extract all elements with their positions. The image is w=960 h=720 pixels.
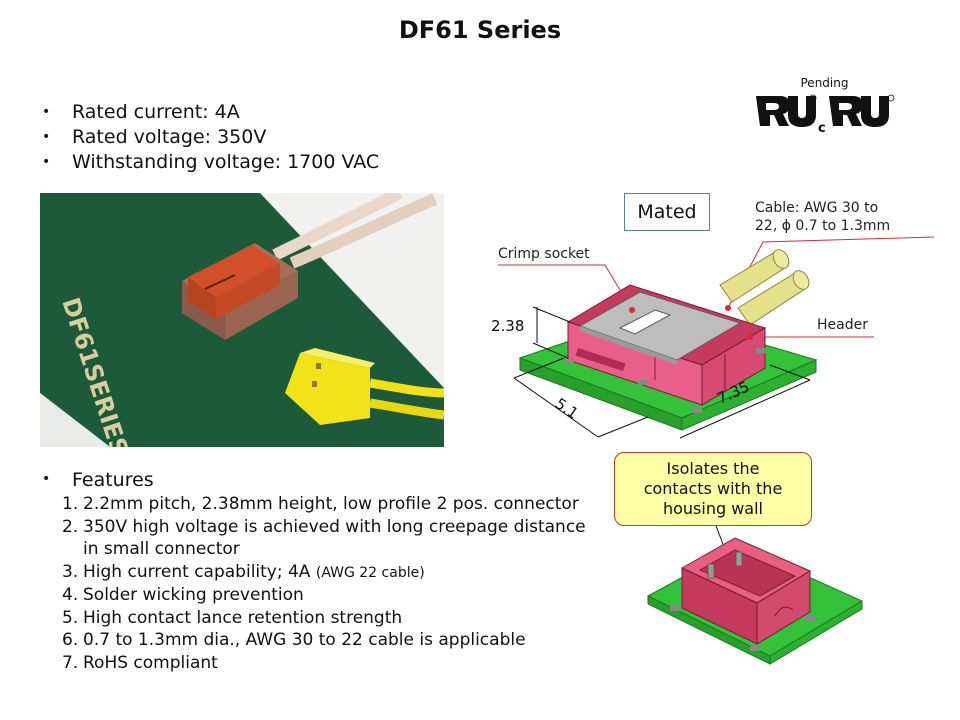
header-label: Header [817,317,868,333]
bullet-icon: • [42,104,51,120]
ul-logo-icon: c [756,94,895,136]
feature-number: 2. [62,516,79,537]
product-photo: DF61SERIES [40,187,445,459]
feature-number: 3. [62,561,79,582]
dimension-lines [513,306,811,439]
cable-label-line2: 22, ϕ 0.7 to 1.3mm [755,218,891,234]
spec-item: • Rated voltage: 350V [40,125,379,150]
bullet-icon: • [42,129,51,145]
feature-note: (AWG 22 cable) [315,564,425,581]
feature-text: Solder wicking prevention [83,585,304,605]
callout-line3: housing wall [662,499,763,518]
mated-connector [182,243,298,340]
feature-number: 5. [62,607,79,628]
feature-item: 6.0.7 to 1.3mm dia., AWG 30 to 22 cable … [62,629,592,652]
cable-label: Cable: AWG 30 to 22, ϕ 0.7 to 1.3mm [755,199,890,235]
feature-number: 4. [62,585,79,605]
spec-list: •Rated current: 4A •Rated voltage: 350V … [40,100,379,175]
feature-item: 7.RoHS compliant [62,652,592,675]
ur-mark-right [829,96,889,127]
feature-item: 2.350V high voltage is achieved with lon… [62,516,592,561]
feature-item: 3.High current capability; 4A (AWG 22 ca… [62,561,592,585]
slide-title: DF61 Series [398,16,562,44]
yellow-plug [285,348,445,425]
feature-text: 2.2mm pitch, 2.38mm height, low profile … [83,494,579,514]
feature-text: 0.7 to 1.3mm dia., AWG 30 to 22 cable is… [83,630,526,650]
spec-item: • Withstanding voltage: 1700 VAC [40,150,379,175]
features-heading-text: Features [72,469,154,491]
isolation-callout: Isolates the contacts with the housing w… [614,452,812,526]
dimension-height: 2.38 [491,317,525,335]
ul-certification: Pending c [752,76,897,136]
spec-text: Rated voltage: 350V [72,126,267,148]
dimension-depth: 5.1 [552,394,582,422]
ur-mark-left [756,96,816,127]
callout-line2: contacts with the [643,479,783,498]
feature-number: 6. [62,630,79,650]
feature-text: RoHS compliant [83,652,218,673]
svg-text:c: c [818,121,826,136]
cable-label-line1: Cable: AWG 30 to [755,200,879,216]
header-housing [680,537,812,645]
header-housing-diagram [646,526,864,665]
features-list: 1.2.2mm pitch, 2.38mm height, low profil… [62,493,592,674]
cables [719,249,810,326]
bullet-icon: • [42,154,51,170]
feature-text: High contact lance retention strength [83,607,403,628]
spec-text: Withstanding voltage: 1700 VAC [72,151,380,173]
feature-number: 1. [62,494,79,514]
feature-item: 5.High contact lance retention strength [62,607,592,630]
crimp-socket-label: Crimp socket [498,246,590,262]
feature-item: 4.Solder wicking prevention [62,584,592,607]
crimp-socket [578,291,742,365]
spec-item: • Rated current: 4A [40,100,379,125]
feature-item: 1.2.2mm pitch, 2.38mm height, low profil… [62,493,592,516]
feature-text: High current capability; 4A [83,561,316,582]
mated-connector-diagram: 7.35 5.1 [498,236,935,439]
bullet-icon: • [42,471,51,487]
spec-text: Rated current: 4A [72,101,240,123]
mated-label: Mated [624,193,710,231]
feature-text: 350V high voltage is achieved with long … [83,516,586,560]
feature-number: 7. [62,652,79,673]
callout-line1: Isolates the [666,459,760,478]
certification-status: Pending [800,76,849,90]
